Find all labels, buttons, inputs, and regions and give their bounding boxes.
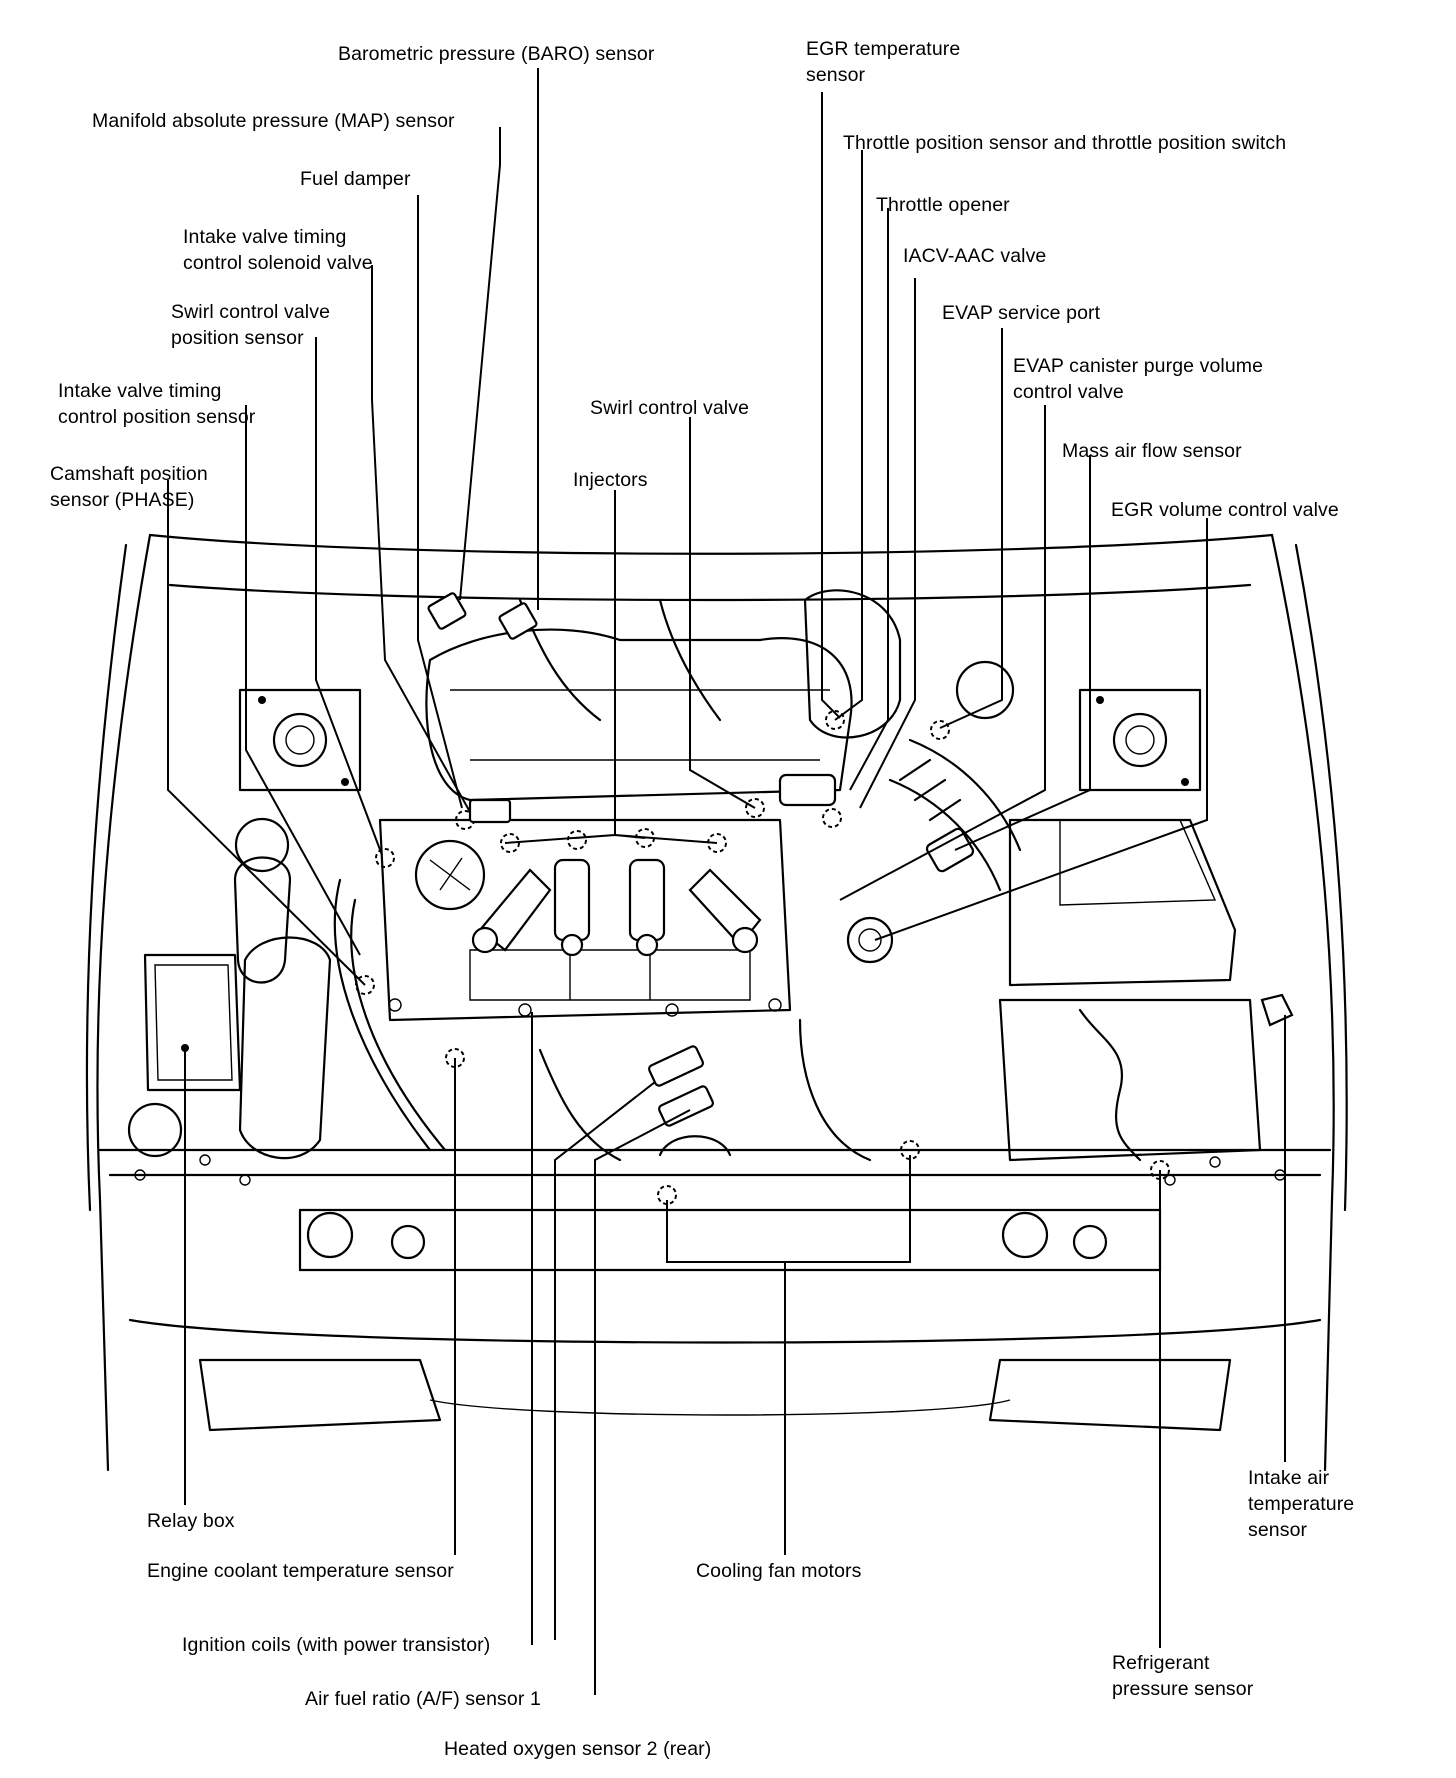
- label-egr-temperature-line2: sensor: [806, 64, 866, 86]
- label-ivt-solenoid-line1: Intake valve timing: [183, 226, 347, 248]
- label-swirl-control-valve: Swirl control valve: [590, 397, 750, 419]
- label-ivt-position-line2: control position sensor: [58, 406, 256, 428]
- label-ivt-control-position-sensor: Intake valve timing control position sen…: [58, 378, 255, 430]
- label-cooling-fan-motors: Cooling fan motors: [696, 1560, 862, 1582]
- label-evap-canister-line1: EVAP canister purge volume: [1013, 355, 1264, 377]
- label-camshaft-line2: sensor (PHASE): [50, 489, 195, 511]
- label-mass-air-flow-sensor: Mass air flow sensor: [1062, 440, 1242, 462]
- label-evap-canister-purge-volume-control-valve: EVAP canister purge volume control valve: [1013, 353, 1263, 405]
- label-evap-service-port: EVAP service port: [942, 302, 1101, 324]
- label-evap-canister-line2: control valve: [1013, 381, 1124, 403]
- label-engine-coolant-temperature-sensor: Engine coolant temperature sensor: [147, 1560, 454, 1582]
- label-iacv-aac-valve: IACV-AAC valve: [903, 245, 1047, 267]
- ignition-coil-4: [688, 868, 762, 954]
- label-egr-volume-control-valve: EGR volume control valve: [1111, 499, 1339, 521]
- label-swirl-position-line1: Swirl control valve: [171, 301, 331, 323]
- engine-compartment-drawing: [85, 533, 1348, 1472]
- label-relay-box: Relay box: [147, 1510, 235, 1532]
- relay-box-part: [143, 953, 242, 1092]
- strut-tower-left: [238, 688, 362, 792]
- label-refrigerant-pressure-sensor: Refrigerant pressure sensor: [1112, 1650, 1253, 1702]
- label-throttle-opener: Throttle opener: [876, 194, 1010, 216]
- label-baro-sensor: Barometric pressure (BARO) sensor: [338, 43, 655, 65]
- label-camshaft-position-sensor: Camshaft position sensor (PHASE): [50, 461, 208, 513]
- label-refrigerant-line1: Refrigerant: [1112, 1652, 1210, 1674]
- ignition-coil-3: [628, 858, 666, 957]
- label-iat-line3: sensor: [1248, 1519, 1308, 1541]
- label-injectors: Injectors: [573, 469, 648, 491]
- label-ivt-position-line1: Intake valve timing: [58, 380, 222, 402]
- label-ivt-control-solenoid-valve: Intake valve timing control solenoid val…: [183, 224, 373, 276]
- label-map-sensor: Manifold absolute pressure (MAP) sensor: [92, 110, 455, 132]
- label-iat-line1: Intake air: [1248, 1467, 1330, 1489]
- label-heated-oxygen-sensor-2: Heated oxygen sensor 2 (rear): [444, 1738, 712, 1760]
- ignition-coil-1: [471, 868, 552, 954]
- label-camshaft-line1: Camshaft position: [50, 463, 208, 485]
- label-fuel-damper: Fuel damper: [300, 168, 411, 190]
- label-refrigerant-line2: pressure sensor: [1112, 1678, 1254, 1700]
- label-air-fuel-ratio-sensor: Air fuel ratio (A/F) sensor 1: [305, 1688, 541, 1710]
- leader-lines: [167, 68, 1286, 1695]
- label-swirl-control-valve-position-sensor: Swirl control valve position sensor: [171, 299, 330, 351]
- label-egr-temperature-sensor: EGR temperature sensor: [806, 36, 960, 88]
- label-ivt-solenoid-line2: control solenoid valve: [183, 252, 373, 274]
- strut-tower-right: [1078, 688, 1202, 792]
- ignition-coil-2: [553, 858, 591, 957]
- label-swirl-position-line2: position sensor: [171, 327, 304, 349]
- label-throttle-position-sensor: Throttle position sensor and throttle po…: [843, 132, 1287, 154]
- label-ignition-coils: Ignition coils (with power transistor): [182, 1634, 491, 1656]
- label-intake-air-temperature-sensor: Intake air temperature sensor: [1248, 1465, 1354, 1543]
- label-egr-temperature-line1: EGR temperature: [806, 38, 961, 60]
- label-iat-line2: temperature: [1248, 1493, 1355, 1515]
